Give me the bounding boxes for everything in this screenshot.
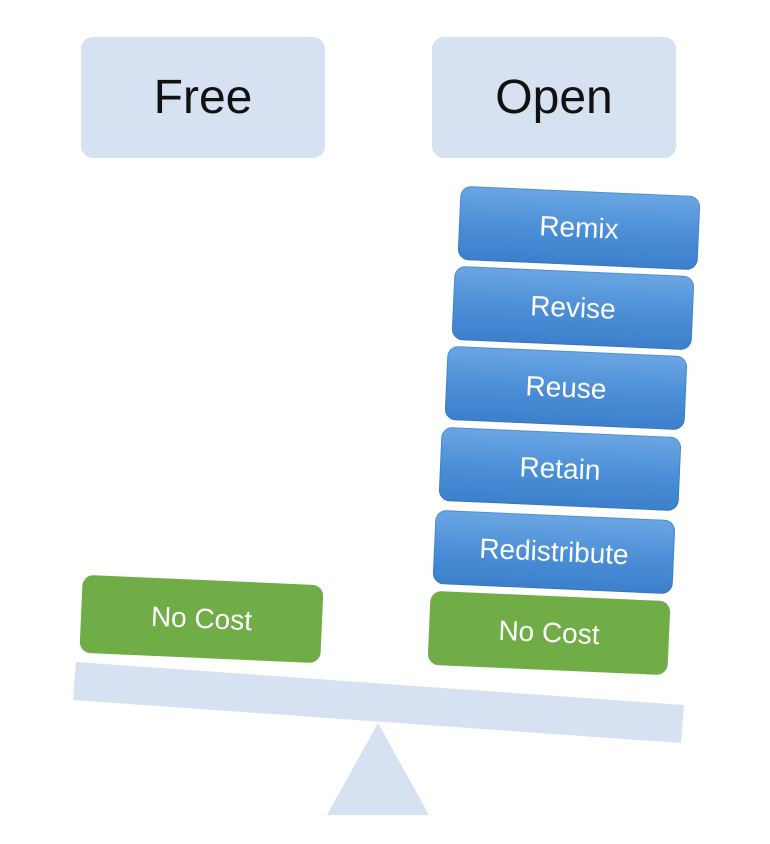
reuse-block: Reuse bbox=[444, 345, 688, 431]
scale-fulcrum bbox=[327, 723, 429, 815]
open-header: Open bbox=[432, 37, 676, 158]
open-no-cost-label: No Cost bbox=[497, 614, 601, 651]
revise-block: Revise bbox=[451, 265, 695, 351]
scale-beam bbox=[73, 662, 684, 743]
free-no-cost-label: No Cost bbox=[150, 600, 253, 637]
free-header-label: Free bbox=[153, 71, 253, 124]
redistribute-label: Redistribute bbox=[478, 532, 630, 571]
free-header: Free bbox=[81, 37, 325, 158]
revise-label: Revise bbox=[529, 290, 617, 325]
open-header-label: Open bbox=[495, 71, 613, 124]
redistribute-block: Redistribute bbox=[432, 509, 676, 595]
open-no-cost-block: No Cost bbox=[427, 590, 671, 676]
reuse-label: Reuse bbox=[524, 370, 608, 405]
retain-label: Retain bbox=[518, 451, 602, 486]
remix-block: Remix bbox=[457, 185, 701, 271]
remix-label: Remix bbox=[538, 210, 620, 245]
retain-block: Retain bbox=[438, 426, 682, 512]
free-no-cost-block: No Cost bbox=[79, 574, 324, 664]
